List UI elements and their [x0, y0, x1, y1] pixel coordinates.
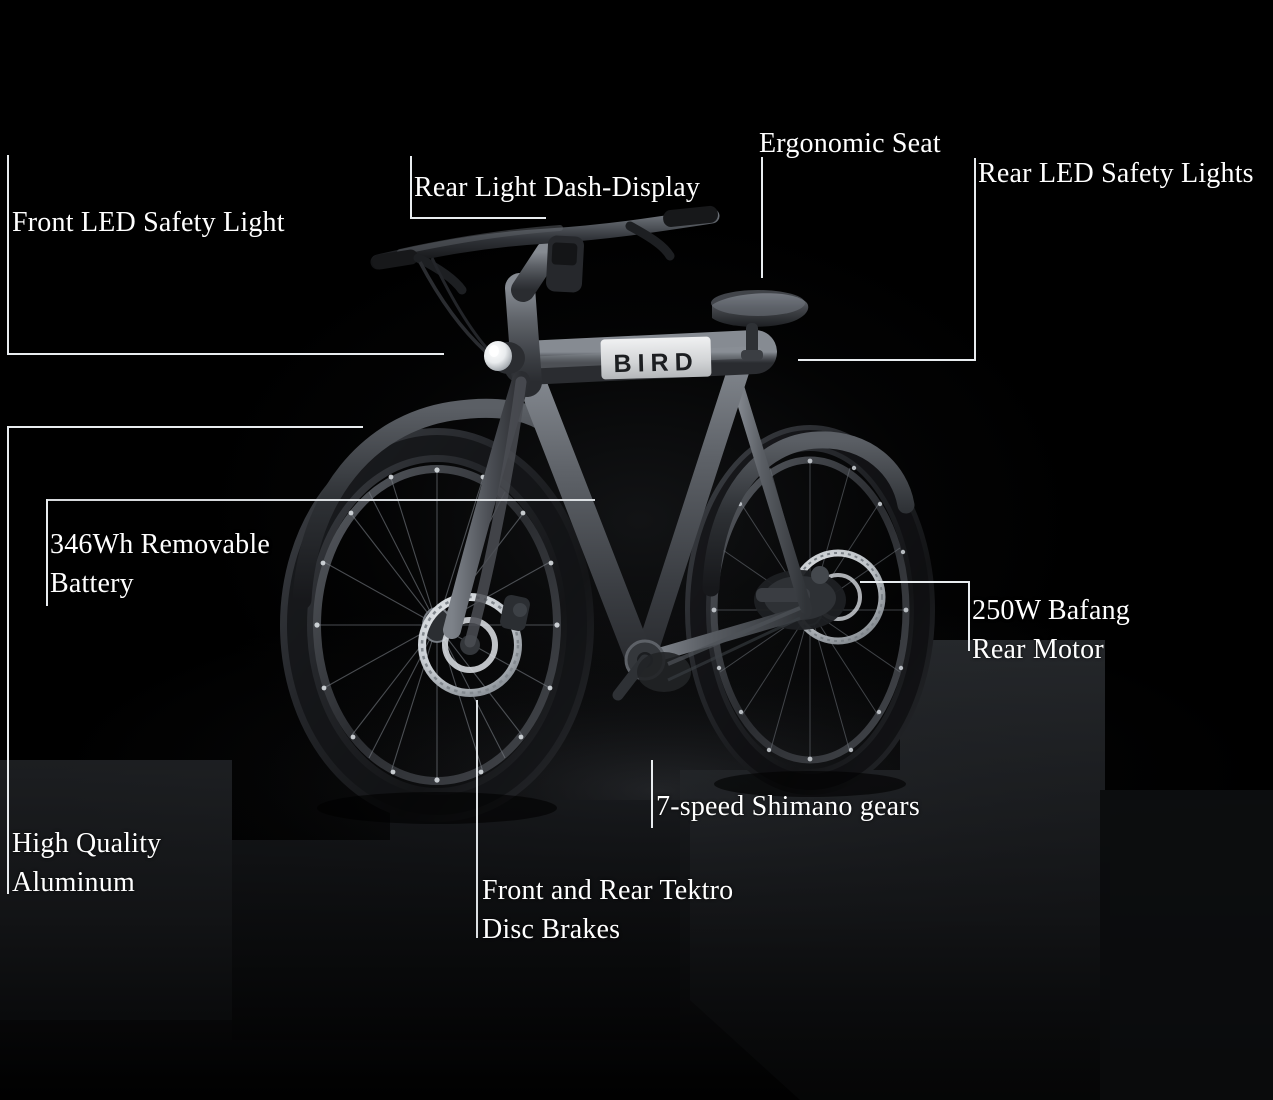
rear-fender	[702, 431, 915, 597]
callout-line-aluminum-vertical	[7, 426, 9, 894]
callout-line-front-led-horizontal	[7, 353, 444, 355]
callout-label-rear-led: Rear LED Safety Lights	[978, 158, 1254, 189]
brand-badge	[600, 336, 712, 380]
callout-line-front-led-vertical	[7, 155, 9, 355]
callout-label-dash-display: Rear Light Dash-Display	[414, 172, 701, 203]
callout-label-gears: 7-speed Shimano gears	[656, 791, 920, 822]
callout-line-rear-led-horizontal	[798, 359, 976, 361]
front-led-lamp	[484, 341, 525, 374]
right-grip	[663, 205, 718, 227]
callout-line-dash-display-horizontal	[410, 217, 546, 219]
callout-line-aluminum-horizontal	[7, 426, 363, 428]
callout-line-disc-brakes	[476, 700, 478, 938]
callout-line-rear-motor-horizontal	[860, 581, 970, 583]
callout-line-rear-motor-vertical	[968, 581, 970, 651]
saddle	[711, 290, 809, 360]
left-grip	[372, 249, 418, 270]
callout-label-rear-motor: 250W Bafang Rear Motor	[972, 595, 1130, 665]
callout-label-disc-brakes: Front and Rear Tektro Disc Brakes	[482, 875, 734, 945]
callout-label-front-led: Front LED Safety Light	[12, 207, 285, 238]
handlebar	[370, 205, 720, 358]
callout-label-battery: 346Wh Removable Battery	[50, 529, 270, 599]
callout-label-aluminum: High Quality Aluminum	[12, 828, 162, 898]
callout-line-rear-led-vertical	[974, 158, 976, 361]
callout-label-ergonomic-seat: Ergonomic Seat	[759, 128, 941, 159]
bike-frame	[443, 273, 812, 701]
callout-line-battery-vertical	[46, 499, 48, 606]
callout-line-ergonomic-seat	[761, 157, 763, 278]
callout-line-dash-display-vertical	[410, 156, 412, 219]
callout-line-battery-horizontal	[46, 499, 595, 501]
callout-line-gears	[651, 760, 653, 828]
svg-text:BIRD: BIRD	[613, 348, 699, 378]
